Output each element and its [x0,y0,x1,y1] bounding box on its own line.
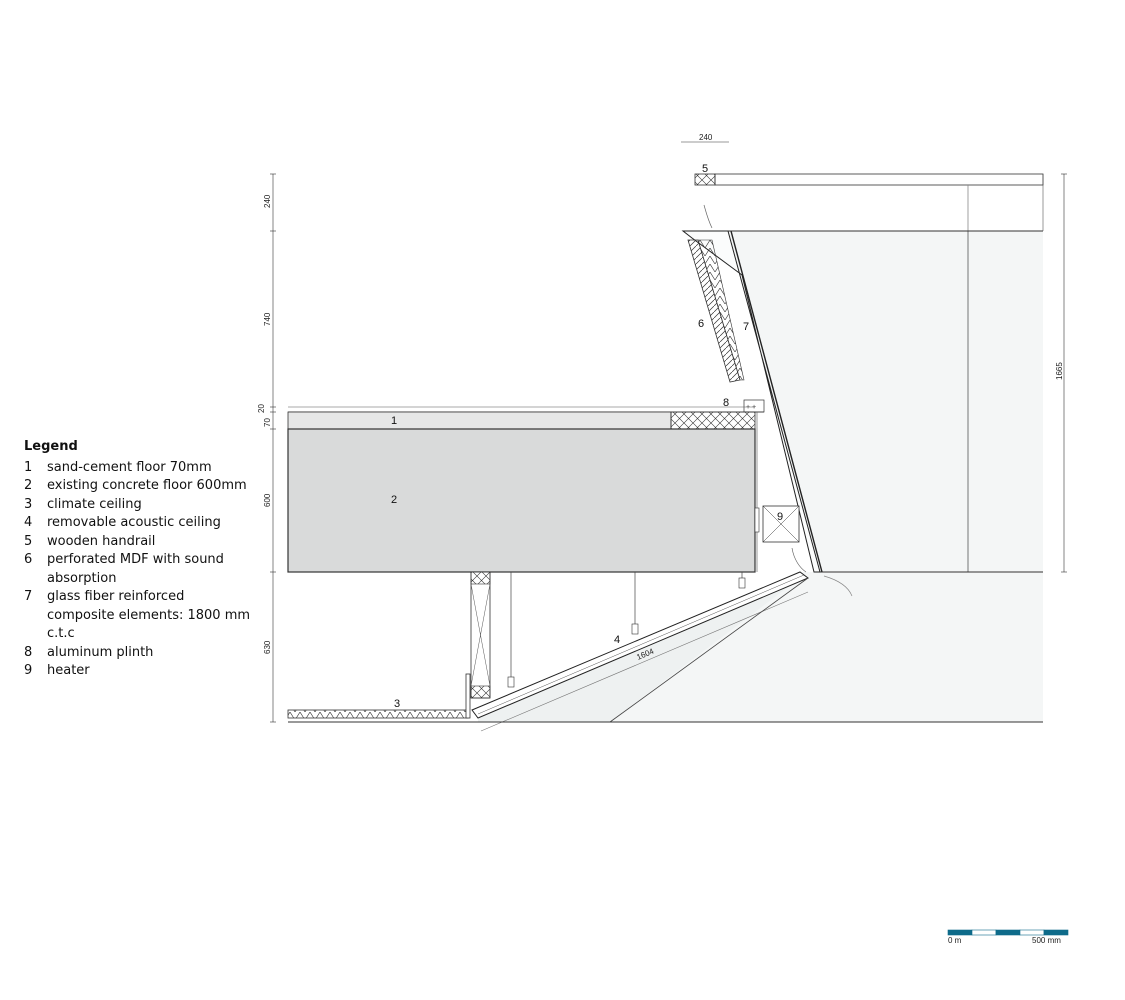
slab-edge-fixing [754,507,760,533]
legend-num: 7 [24,589,33,604]
facade-outer-line [730,230,823,573]
legend-item: 3 climate ceiling [24,496,254,515]
legend-text: climate ceiling [47,496,142,512]
concrete-floor [287,428,756,573]
air-flow-arrow-top [703,204,713,229]
dim-left-70: 70 [263,418,272,427]
hanger-clip-3 [738,577,746,589]
tag-8: 8 [723,397,729,409]
tag-1: 1 [391,415,397,427]
dim-left-740: 740 [263,312,272,326]
legend: Legend 1 sand-cement floor 70mm 2 existing… [24,438,254,681]
column-cross [470,583,491,687]
scale-bar: 0 m 500 mm [947,929,1069,945]
tag-9: 9 [777,511,783,523]
tag-7: 7 [743,321,749,333]
legend-num: 4 [24,515,33,530]
legend-num: 3 [24,496,33,512]
legend-text: aluminum plinth [47,644,154,660]
dim-left-20: 20 [257,404,266,413]
column-foot [470,685,491,699]
scale-end-label: 500 mm [1032,936,1061,945]
legend-item: 5 wooden handrail [24,533,254,552]
climate-ceiling [287,709,469,719]
hanger-clip-1 [507,676,515,688]
legend-item: 1 sand-cement floor 70mm [24,459,254,478]
heater-cross [762,505,800,543]
dimension-lines [270,141,1067,723]
legend-num: 6 [24,552,33,567]
scale-segment-3 [995,929,1021,936]
mdf-absorption-layer [697,239,745,381]
legend-num: 5 [24,533,33,549]
scale-segment-2 [971,929,997,936]
scale-segment-4 [1019,929,1045,936]
dim-left-630: 630 [263,640,272,654]
legend-item: 6 perforated MDF with sound absorption [24,551,254,588]
floor-plane-below [610,572,1043,722]
dim-left-600: 600 [263,493,272,507]
legend-text: wooden handrail [47,533,156,549]
column-head [470,571,491,585]
legend-num: 9 [24,663,33,678]
legend-text: heater [47,663,90,678]
climate-ceiling-end [465,673,471,719]
tag-3: 3 [394,698,400,710]
legend-text: glass fiber reinforced composite element… [47,589,251,641]
legend-item: 2 existing concrete floor 600mm [24,477,254,496]
legend-num: 8 [24,644,33,660]
ceiling-shadow-edge [609,577,809,723]
scale-start-label: 0 m [948,936,962,945]
air-flow-curve [823,575,853,597]
legend-item: 4 removable acoustic ceiling [24,514,254,533]
acoustic-ceiling-inner [477,574,805,715]
legend-item: 7 glass fiber reinforced composite elemen… [24,588,254,644]
tag-6: 6 [698,318,704,330]
scale-segment-5 [1043,929,1069,936]
floor-insulation [670,411,756,430]
tag-2: 2 [391,494,397,506]
legend-item: 9 heater [24,662,254,681]
legend-text: existing concrete floor 600mm [47,478,247,493]
dim-handrail-width: 240 [699,133,713,142]
legend-num: 1 [24,459,33,475]
legend-title: Legend [24,439,78,454]
sand-cement-floor [287,411,672,430]
handrail-beam [714,173,1044,186]
legend-item: 8 aluminum plinth [24,644,254,663]
building-volume [728,231,1043,572]
handrail-profile [694,173,716,186]
scale-segment-1 [947,929,973,936]
legend-num: 2 [24,478,33,493]
dim-right-height: 1665 [1055,362,1064,380]
legend-text: sand-cement floor 70mm [47,459,212,475]
dim-left-240: 240 [263,194,272,208]
legend-text: removable acoustic ceiling [47,515,221,530]
air-flow-arrow-heater [791,547,807,573]
legend-text: perforated MDF with sound absorption [47,552,224,586]
composite-facade-element [681,230,821,573]
ceiling-underside [480,591,809,732]
plinth-symbol: + + [746,404,756,411]
tag-4: 4 [614,634,620,646]
tag-5: 5 [702,163,708,175]
hanger-clip-2 [631,623,639,635]
